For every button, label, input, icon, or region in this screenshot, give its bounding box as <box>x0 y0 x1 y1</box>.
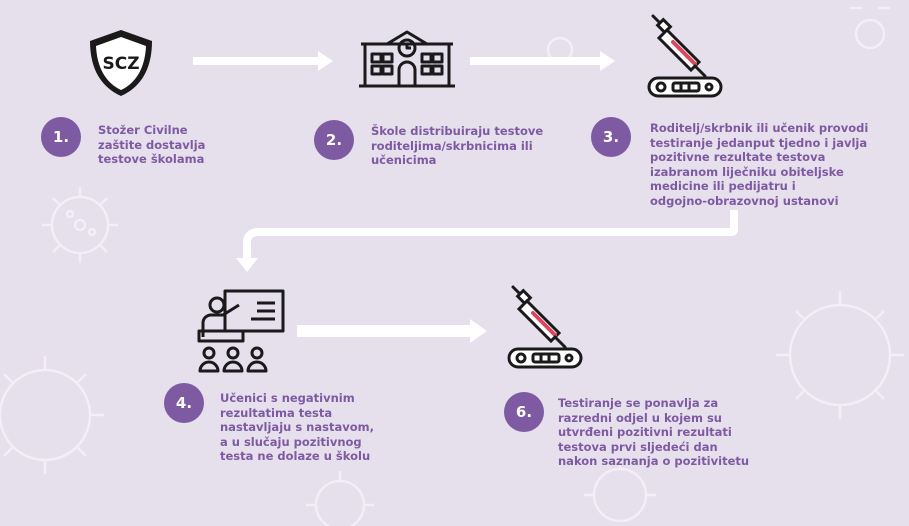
arrow-3-to-4 <box>236 210 738 272</box>
step-2-text: Škole distribuiraju testove roditeljima/… <box>371 124 544 167</box>
dropper-test-icon <box>647 14 723 98</box>
step-1-text: Stožer Civilne zaštite dostavlja testove… <box>98 123 206 166</box>
arrow-2-to-3 <box>470 51 615 71</box>
school-building-icon <box>359 30 455 88</box>
step-3-text: Roditelj/skrbnik ili učenik provodi test… <box>650 121 869 208</box>
arrow-4-to-6 <box>297 319 487 343</box>
arrow-1-to-2 <box>193 51 333 71</box>
dropper-test-icon-2 <box>507 285 583 369</box>
step-1-badge: 1. <box>41 117 81 157</box>
shield-logo-text: SCZ <box>102 54 139 74</box>
step-4-badge: 4. <box>164 383 204 423</box>
classroom-teacher-icon <box>197 289 285 373</box>
step-3-badge: 3. <box>591 117 631 157</box>
civil-protection-shield-icon: SCZ <box>90 30 152 96</box>
step-6-text: Testiranje se ponavlja za razredni odjel… <box>558 396 750 468</box>
step-2-badge: 2. <box>314 120 354 160</box>
step-6-badge: 6. <box>504 392 544 432</box>
step-4-text: Učenici s negativnim rezultatima testa n… <box>220 391 374 463</box>
